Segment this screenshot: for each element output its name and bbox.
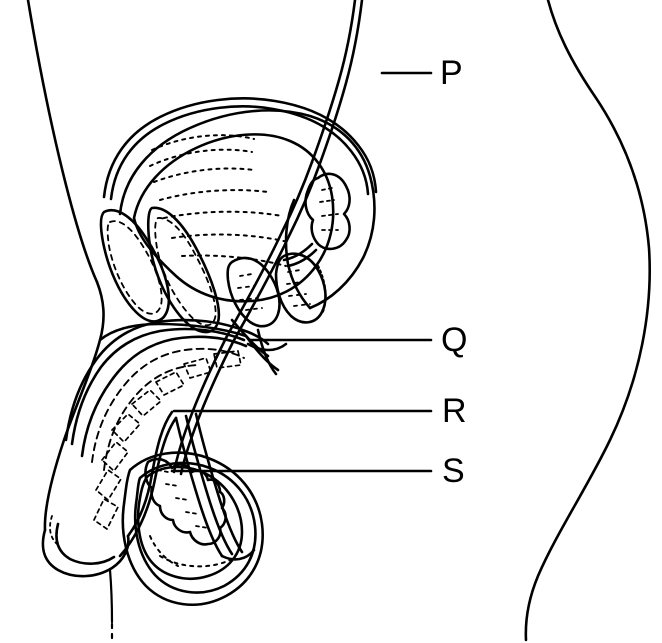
testis-outline (136, 465, 244, 580)
glans-inner (55, 522, 116, 565)
pubic-ramus (146, 206, 221, 334)
pelvic-floor-b (244, 334, 280, 372)
glans-outline (41, 528, 130, 578)
ejaculatory-duct (282, 242, 314, 262)
spermatic-cord-b (184, 414, 234, 556)
seminal-vesicle-texture (319, 187, 339, 231)
peritoneum-inner (109, 105, 370, 201)
urethra-exit-line (108, 568, 114, 624)
ejaculatory-duct-2 (286, 248, 318, 268)
corpus-cavernosum-outline (80, 335, 248, 458)
label-R: R (442, 392, 467, 430)
seminal-vesicle (304, 172, 351, 251)
vas-deferens-upper-a (310, 0, 357, 164)
bladder-lumen (132, 133, 335, 303)
prostate-texture (237, 273, 263, 311)
testis-stipple (149, 535, 231, 568)
perineal-line (256, 328, 278, 376)
body-outline-left (26, 0, 99, 284)
epididymis-texture (157, 469, 209, 529)
prostate-lobe-texture (286, 269, 311, 307)
body-outline-right (524, 0, 651, 642)
vas-deferens-mid-b (231, 164, 321, 344)
vas-deferens-mid-a (224, 160, 314, 340)
prostate-lobe-shading (316, 264, 327, 316)
prostate-lobe-right (274, 252, 327, 324)
spermatic-cord-c (194, 412, 244, 554)
label-S: S (442, 452, 465, 490)
label-Q: Q (441, 321, 468, 359)
spermatic-cord-a (174, 416, 224, 558)
penis-dorsal-outline (98, 322, 248, 342)
penis-shaft-upper-2 (70, 327, 246, 446)
shaft-trabeculae (93, 350, 242, 530)
penis-ventral-outline-2 (118, 416, 178, 558)
penis-shaft-upper (64, 318, 270, 442)
bladder-rugae (149, 134, 289, 267)
prostate (226, 256, 281, 328)
glans-tip-detail (49, 515, 59, 546)
body-outline-left-lower (43, 280, 105, 532)
scrotal-septum (220, 548, 256, 561)
peritoneum-outer (102, 97, 378, 199)
bulb-urethra (246, 342, 288, 352)
vas-deferens-upper-b (317, 0, 364, 168)
pubic-bone-inner (106, 220, 163, 315)
pubic-ramus-inner (154, 217, 217, 327)
label-P: P (440, 54, 463, 92)
cavernosum-segments (91, 347, 245, 471)
